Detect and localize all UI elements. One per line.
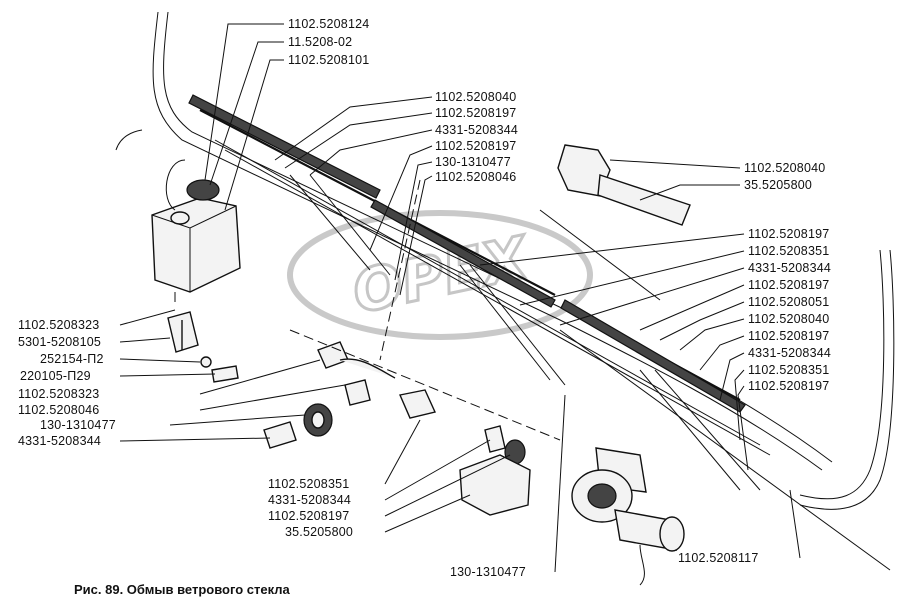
- label-r-1: 1102.5208197: [748, 227, 829, 241]
- label-r-8: 4331-5208344: [748, 346, 831, 360]
- label-tc-4: 1102.5208197: [435, 139, 516, 153]
- wiper-motor: [571, 447, 685, 586]
- label-r-7: 1102.5208197: [748, 329, 829, 343]
- label-bc-1: 1102.5208351: [268, 477, 349, 491]
- center-lines: [289, 179, 561, 441]
- label-r-10: 1102.5208197: [748, 379, 829, 393]
- label-r-6: 1102.5208040: [748, 312, 829, 326]
- label-1102-5208101: 1102.5208101: [288, 53, 369, 67]
- label-tc-5: 130-1310477: [435, 155, 511, 169]
- label-l-3: 252154-П2: [40, 352, 104, 366]
- label-b-1: 130-1310477: [450, 565, 526, 579]
- figure-caption: Рис. 89. Обмыв ветрового стекла: [74, 582, 291, 597]
- label-bc-4: 35.5205800: [285, 525, 353, 539]
- label-l-2: 5301-5208105: [18, 335, 101, 349]
- label-1102-5208124: 1102.5208124: [288, 17, 369, 31]
- label-l-7: 130-1310477: [40, 418, 116, 432]
- part-labels: 1102.5208124 11.5208-02 1102.5208101 110…: [18, 17, 831, 579]
- label-r-4: 1102.5208197: [748, 278, 829, 292]
- watermark: OPEX: [287, 210, 593, 340]
- label-r-5: 1102.5208051: [748, 295, 829, 309]
- label-bc-3: 1102.5208197: [268, 509, 349, 523]
- label-l-4: 220105-П29: [20, 369, 91, 383]
- label-r-3: 4331-5208344: [748, 261, 831, 275]
- label-tr-1: 1102.5208040: [744, 161, 825, 175]
- label-tc-1: 1102.5208040: [435, 90, 516, 104]
- label-l-8: 4331-5208344: [18, 434, 101, 448]
- label-tc-2: 1102.5208197: [435, 106, 516, 120]
- label-tc-6: 1102.5208046: [435, 170, 516, 184]
- label-tc-3: 4331-5208344: [435, 123, 518, 137]
- label-r-9: 1102.5208351: [748, 363, 829, 377]
- washer-reservoir: [151, 159, 241, 302]
- label-r-2: 1102.5208351: [748, 244, 829, 258]
- leader-lines: [119, 23, 801, 573]
- label-11-5208-02: 11.5208-02: [288, 35, 352, 49]
- label-b-2: 1102.5208117: [678, 551, 759, 565]
- jet-assembly: [459, 425, 531, 516]
- label-bc-2: 4331-5208344: [268, 493, 351, 507]
- reservoir-bracket: [167, 311, 239, 383]
- label-l-1: 1102.5208323: [18, 318, 99, 332]
- label-l-5: 1102.5208323: [18, 387, 99, 401]
- label-l-6: 1102.5208046: [18, 403, 99, 417]
- hose-fittings: [263, 341, 436, 449]
- label-tr-2: 35.5205800: [744, 178, 812, 192]
- jet-nozzle-top: [539, 144, 691, 301]
